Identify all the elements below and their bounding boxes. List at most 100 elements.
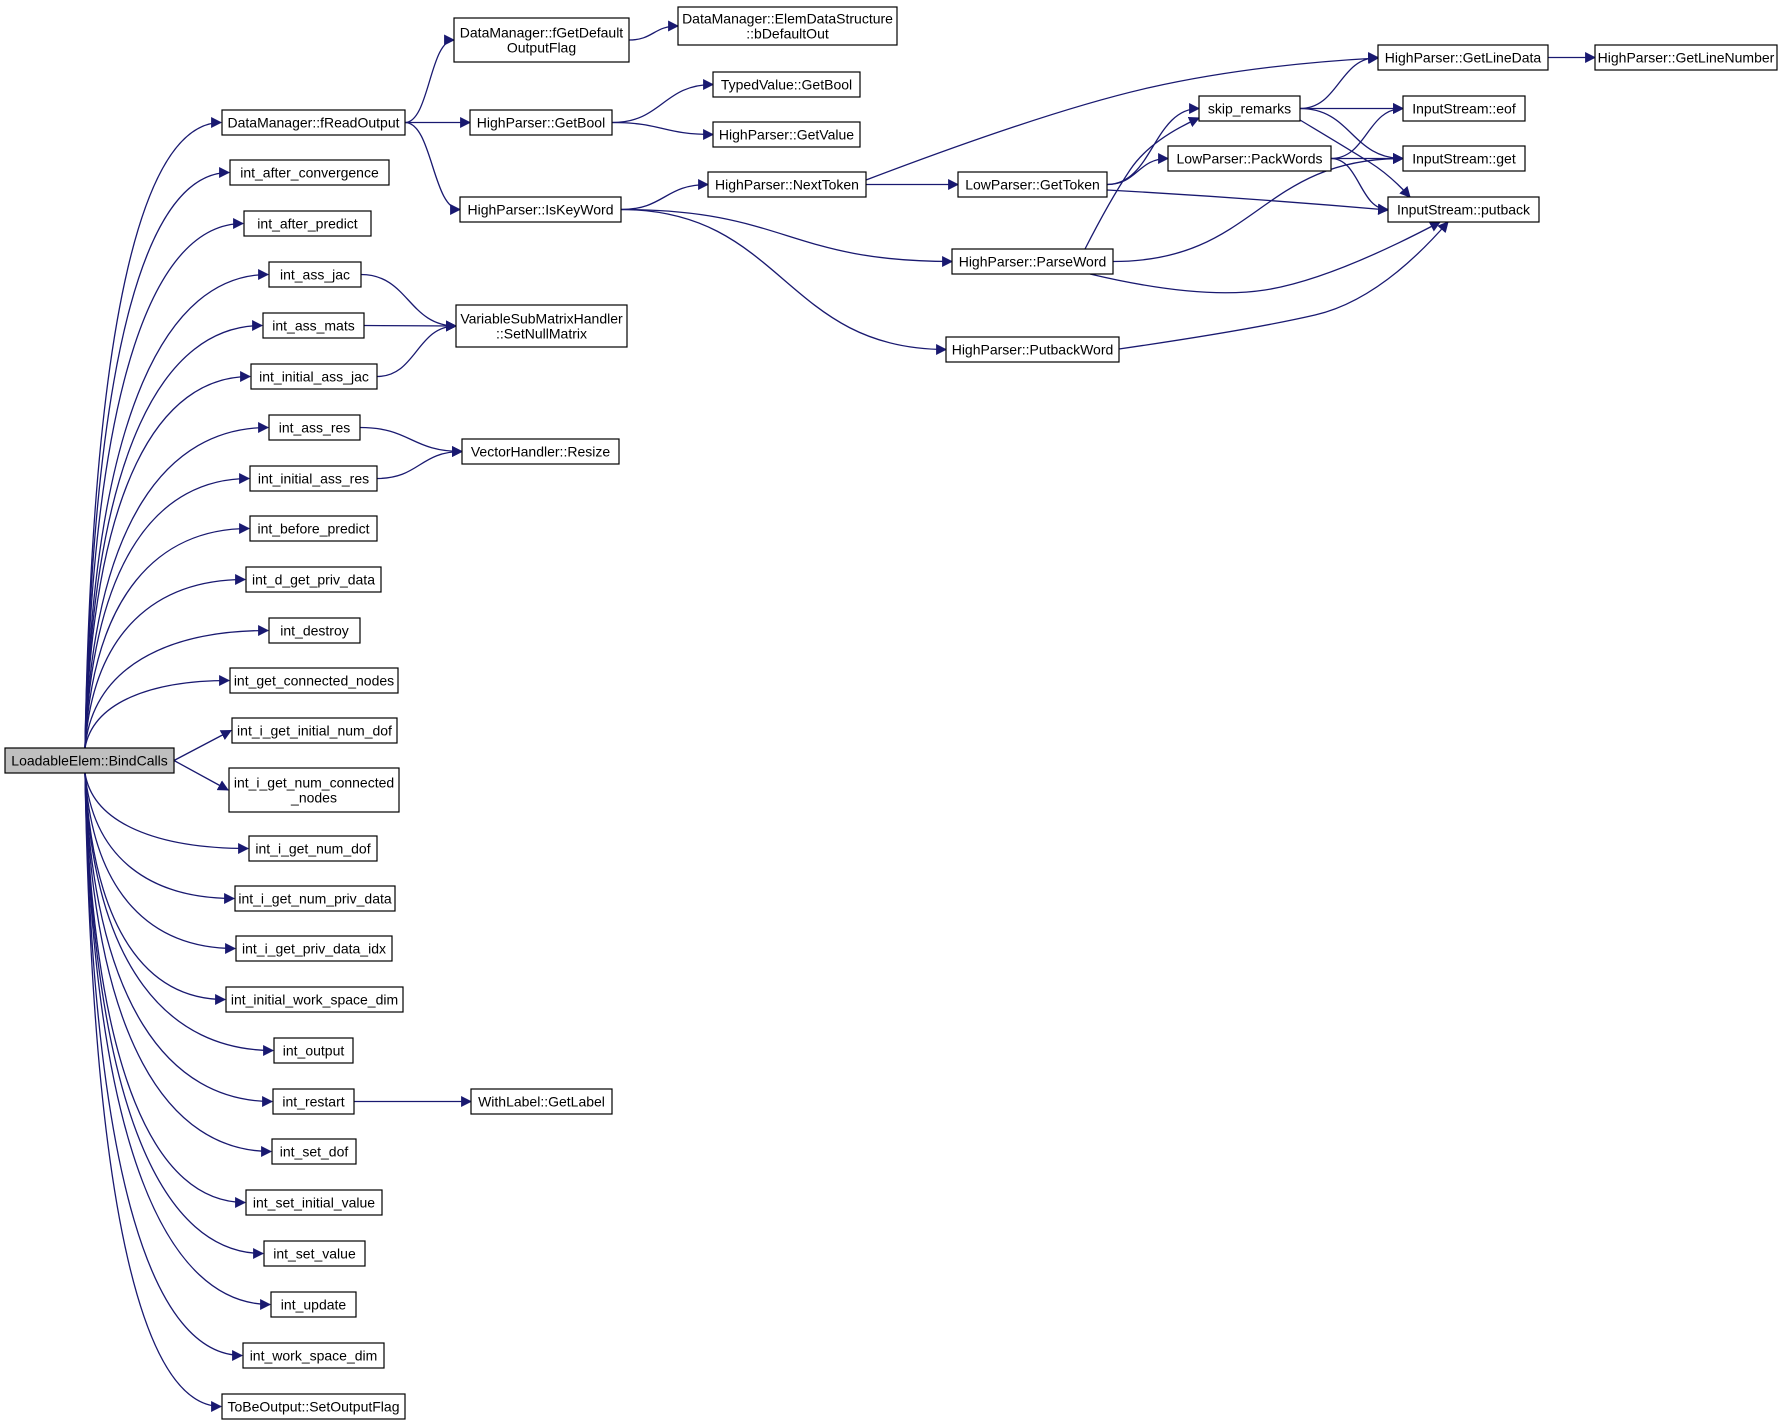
edge-lp_gettoken-to-skip_remarks — [1106, 103, 1201, 186]
edge-line — [84, 772, 273, 1157]
node-int_work_space_dim[interactable]: int_work_space_dim — [242, 1342, 385, 1369]
node-label: int_ass_res — [279, 420, 351, 436]
node-label: int_ass_jac — [280, 267, 350, 283]
node-box — [268, 261, 362, 288]
node-box — [242, 1342, 385, 1369]
edge-line — [1330, 103, 1405, 160]
node-label: int_i_get_num_connected — [234, 775, 394, 791]
edge-hp_getbool-to-tv_getbool — [611, 79, 715, 124]
node-box — [1198, 95, 1301, 122]
node-label: VariableSubMatrixHandler — [460, 311, 623, 327]
node-int_set_value[interactable]: int_set_value — [263, 1240, 366, 1267]
node-box — [469, 109, 613, 136]
node-int_initial_work_space_dim[interactable]: int_initial_work_space_dim — [225, 986, 404, 1013]
node-int_i_get_num_priv_data[interactable]: int_i_get_num_priv_data — [234, 885, 396, 912]
edge-bindcalls-to-int_ass_res — [84, 422, 270, 749]
node-label: DataManager::fGetDefault — [460, 25, 624, 41]
node-box — [248, 835, 378, 862]
node-hp_getlinedata[interactable]: HighParser::GetLineData — [1377, 44, 1549, 71]
node-label: int_i_get_initial_num_dof — [237, 723, 392, 739]
node-box — [228, 767, 400, 813]
node-int_i_get_priv_data_idx[interactable]: int_i_get_priv_data_idx — [235, 935, 393, 962]
node-hp_getlinenumber[interactable]: HighParser::GetLineNumber — [1594, 44, 1778, 71]
node-box — [250, 363, 378, 390]
node-hp_parseword[interactable]: HighParser::ParseWord — [951, 248, 1114, 275]
node-freadoutput[interactable]: DataManager::fReadOutput — [221, 109, 406, 136]
node-int_ass_jac[interactable]: int_ass_jac — [268, 261, 362, 288]
edge-line — [84, 772, 244, 1361]
node-bindcalls[interactable]: LoadableElem::BindCalls — [4, 747, 175, 774]
node-int_set_dof[interactable]: int_set_dof — [271, 1138, 357, 1165]
edge-line — [376, 320, 458, 378]
node-int_d_get_priv_data[interactable]: int_d_get_priv_data — [245, 566, 382, 593]
node-is_get[interactable]: InputStream::get — [1402, 145, 1526, 172]
node-is_putback[interactable]: InputStream::putback — [1387, 196, 1540, 223]
node-int_before_predict[interactable]: int_before_predict — [249, 515, 378, 542]
edge-int_initial_ass_jac-to-setnullmatrix — [376, 320, 458, 378]
edge-bindcalls-to-int_set_value — [84, 772, 265, 1259]
node-box — [712, 71, 861, 98]
node-int_get_connected_nodes[interactable]: int_get_connected_nodes — [229, 667, 399, 694]
node-label: DataManager::fReadOutput — [228, 115, 400, 131]
node-skip_remarks[interactable]: skip_remarks — [1198, 95, 1301, 122]
node-int_after_predict[interactable]: int_after_predict — [243, 210, 372, 237]
node-hp_nexttoken[interactable]: HighParser::NextToken — [707, 171, 867, 198]
node-int_initial_ass_res[interactable]: int_initial_ass_res — [249, 465, 378, 492]
node-label: InputStream::get — [1412, 151, 1516, 167]
node-hp_putbackword[interactable]: HighParser::PutbackWord — [945, 336, 1120, 363]
node-label: LoadableElem::BindCalls — [11, 753, 167, 769]
node-hp_getbool[interactable]: HighParser::GetBool — [469, 109, 613, 136]
node-int_i_get_num_connected_nodes[interactable]: int_i_get_num_connected_nodes — [228, 767, 400, 813]
edge-bindcalls-to-int_set_dof — [84, 772, 273, 1157]
node-hp_getvalue[interactable]: HighParser::GetValue — [712, 121, 861, 148]
node-box — [245, 1189, 383, 1216]
node-box — [273, 1037, 354, 1064]
node-is_eof[interactable]: InputStream::eof — [1402, 95, 1526, 122]
edge-line — [620, 208, 948, 355]
edge-line — [84, 574, 247, 749]
node-lp_packwords[interactable]: LowParser::PackWords — [1167, 145, 1332, 172]
node-resize[interactable]: VectorHandler::Resize — [461, 438, 620, 465]
node-hp_iskeyword[interactable]: HighParser::IsKeyWord — [459, 196, 622, 223]
node-tv_getbool[interactable]: TypedValue::GetBool — [712, 71, 861, 98]
edge-bindcalls-to-int_i_get_initial_num_dof — [173, 729, 232, 762]
node-bdefaultout[interactable]: DataManager::ElemDataStructure::bDefault… — [677, 6, 898, 46]
node-box — [945, 336, 1120, 363]
node-setoutputflag[interactable]: ToBeOutput::SetOutputFlag — [221, 1393, 406, 1420]
edge-lp_packwords-to-is_putback — [1330, 157, 1390, 215]
node-int_output[interactable]: int_output — [273, 1037, 354, 1064]
node-box — [271, 1138, 357, 1165]
edge-hp_parseword-to-is_get — [1112, 153, 1405, 263]
edge-skip_remarks-to-is_putback — [1299, 119, 1411, 198]
node-box — [1377, 44, 1549, 71]
node-int_ass_mats[interactable]: int_ass_mats — [262, 312, 365, 339]
edge-line — [1106, 103, 1201, 186]
edge-line — [84, 473, 251, 749]
edge-freadoutput-to-fgetdefaultoutputflag — [404, 34, 456, 124]
node-label: ToBeOutput::SetOutputFlag — [228, 1399, 400, 1415]
node-label: InputStream::putback — [1397, 202, 1531, 218]
node-int_ass_res[interactable]: int_ass_res — [268, 414, 361, 441]
node-int_update[interactable]: int_update — [270, 1291, 357, 1318]
node-int_restart[interactable]: int_restart — [272, 1088, 355, 1115]
node-label: skip_remarks — [1208, 101, 1291, 117]
edge-line — [84, 269, 270, 749]
node-int_after_convergence[interactable]: int_after_convergence — [229, 159, 390, 186]
edge-line — [84, 625, 270, 749]
node-label: _nodes — [290, 790, 337, 806]
node-lp_gettoken[interactable]: LowParser::GetToken — [957, 171, 1108, 198]
edge-line — [84, 523, 251, 749]
node-int_destroy[interactable]: int_destroy — [268, 617, 361, 644]
node-label: HighParser::GetBool — [477, 115, 605, 131]
node-int_initial_ass_jac[interactable]: int_initial_ass_jac — [250, 363, 378, 390]
node-int_i_get_num_dof[interactable]: int_i_get_num_dof — [248, 835, 378, 862]
node-getlabel[interactable]: WithLabel::GetLabel — [470, 1088, 613, 1115]
node-int_set_initial_value[interactable]: int_set_initial_value — [245, 1189, 383, 1216]
node-int_i_get_initial_num_dof[interactable]: int_i_get_initial_num_dof — [231, 717, 398, 744]
node-box — [245, 566, 382, 593]
node-setnullmatrix[interactable]: VariableSubMatrixHandler::SetNullMatrix — [455, 304, 628, 348]
edge-line — [84, 772, 223, 1412]
edge-lp_gettoken-to-lp_packwords — [1106, 153, 1170, 186]
